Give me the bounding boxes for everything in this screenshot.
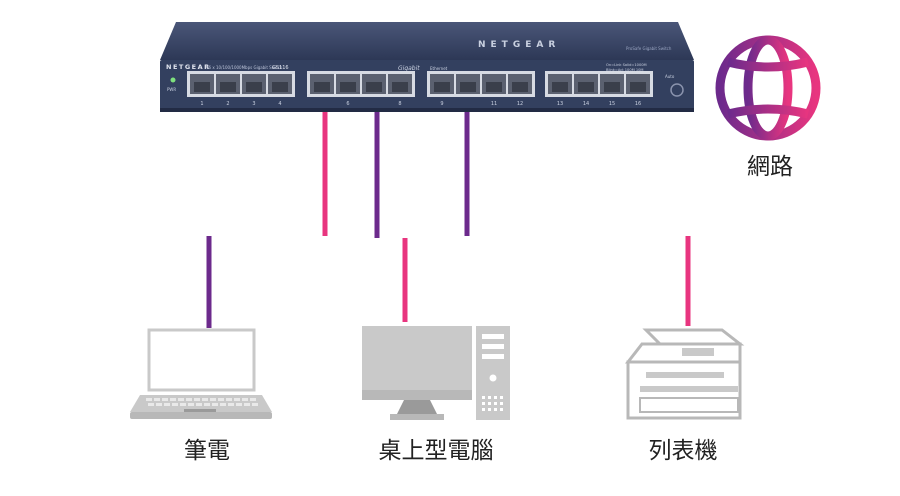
keyboard-key <box>234 398 240 401</box>
keyboard-key <box>156 403 162 406</box>
tower-vent <box>488 408 491 411</box>
port-number: 2 <box>226 101 229 107</box>
switch-model: GS116 <box>272 65 289 71</box>
tower-vent <box>494 402 497 405</box>
port-socket <box>366 82 382 92</box>
desktop-label: 桌上型電腦 <box>379 438 494 464</box>
keyboard-key <box>146 398 152 401</box>
keyboard-key <box>228 403 234 406</box>
tower-vent <box>500 402 503 405</box>
keyboard-key <box>210 398 216 401</box>
port-number: 14 <box>583 101 589 107</box>
port-socket <box>220 82 236 92</box>
switch-brand-front: NETGEAR <box>166 63 211 71</box>
gigabit-mark: Gigabit <box>398 65 420 72</box>
keyboard-key <box>250 398 256 401</box>
port-number: 1 <box>200 101 203 107</box>
port-number: 6 <box>346 101 349 107</box>
keyboard-key <box>188 403 194 406</box>
tower-vent <box>488 396 491 399</box>
tower-vent <box>488 402 491 405</box>
power-label: PWR <box>167 87 176 92</box>
network-label: 網路 <box>747 154 793 180</box>
keyboard-key <box>212 403 218 406</box>
keyboard-key <box>236 403 242 406</box>
power-led <box>170 77 176 83</box>
port-number: 3 <box>252 101 255 107</box>
keyboard-key <box>242 398 248 401</box>
switch-brand-top: NETGEAR <box>478 40 560 50</box>
desktop-icon <box>362 326 510 420</box>
network-switch: NETGEAR NETGEAR 16 x 10/100/1000Mbps Gig… <box>160 22 694 112</box>
auto-label: Auto <box>665 74 675 79</box>
keyboard-key <box>202 398 208 401</box>
keyboard-key <box>162 398 168 401</box>
port-socket <box>578 82 594 92</box>
port-number: 11 <box>491 101 497 107</box>
keyboard-key <box>252 403 258 406</box>
port-socket <box>392 82 408 92</box>
globe-icon <box>715 35 821 141</box>
printer-icon <box>624 328 745 420</box>
switch-product-line: ProSafe Gigabit Switch <box>626 46 672 51</box>
keyboard-key <box>164 403 170 406</box>
keyboard-key <box>226 398 232 401</box>
port-number: 9 <box>440 101 443 107</box>
port-number: 12 <box>517 101 523 107</box>
port-socket <box>552 82 568 92</box>
speed-legend-1: On=Link Solid=1000M <box>606 63 647 67</box>
port-number: 16 <box>635 101 641 107</box>
keyboard-key <box>204 403 210 406</box>
port-socket <box>512 82 528 92</box>
auto-button-icon <box>670 83 684 97</box>
keyboard-key <box>196 403 202 406</box>
port-socket <box>630 82 646 92</box>
keyboard-key <box>218 398 224 401</box>
port-number: 4 <box>278 101 281 107</box>
keyboard-key <box>172 403 178 406</box>
laptop-label: 筆電 <box>184 438 230 464</box>
keyboard-key <box>186 398 192 401</box>
keyboard-key <box>170 398 176 401</box>
port-socket <box>434 82 450 92</box>
port-socket <box>460 82 476 92</box>
keyboard-key <box>148 403 154 406</box>
keyboard-key <box>244 403 250 406</box>
keyboard-key <box>220 403 226 406</box>
keyboard-key <box>178 398 184 401</box>
ethernet-mark: Ethernet <box>430 66 448 71</box>
port-number: 8 <box>398 101 401 107</box>
port-socket <box>314 82 330 92</box>
tower-vent <box>482 402 485 405</box>
port-socket <box>486 82 502 92</box>
port-socket <box>340 82 356 92</box>
laptop-cable <box>206 90 328 328</box>
tower-vent <box>500 408 503 411</box>
tower-vent <box>482 396 485 399</box>
tower-vent <box>500 396 503 399</box>
port-socket <box>246 82 262 92</box>
port-number: 13 <box>557 101 563 107</box>
tower-vent <box>494 396 497 399</box>
keyboard-key <box>180 403 186 406</box>
speed-legend-2: Blink=Act 100M 10M <box>606 68 644 72</box>
tower-vent <box>482 408 485 411</box>
switch-subtitle: 16 x 10/100/1000Mbps Gigabit Switch <box>206 65 283 70</box>
printer-cable <box>464 90 691 326</box>
port-socket <box>604 82 620 92</box>
desktop-cable <box>374 90 408 322</box>
tower-vent <box>494 408 497 411</box>
laptop-icon <box>130 328 272 419</box>
keyboard-key <box>194 398 200 401</box>
keyboard-key <box>154 398 160 401</box>
port-socket <box>194 82 210 92</box>
printer-label: 列表機 <box>649 438 718 464</box>
port-number: 15 <box>609 101 615 107</box>
port-socket <box>272 82 288 92</box>
